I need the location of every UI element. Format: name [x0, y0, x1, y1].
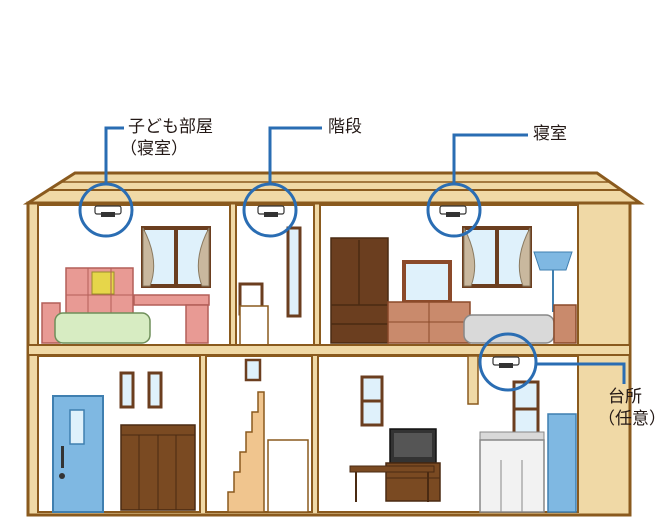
- label-stairs: 階段: [328, 117, 362, 137]
- lamp-icon: [533, 251, 573, 312]
- label-kids-room-line1: 子ども部屋: [128, 117, 213, 137]
- window-icon: [462, 226, 532, 288]
- window-icon: [141, 226, 211, 288]
- callout-bedroom: [426, 133, 528, 238]
- bed-icon: [41, 302, 151, 344]
- label-kids-room-line2: （寝室）: [120, 139, 188, 159]
- smoke-detector-icon: [94, 205, 122, 217]
- label-bedroom: 寝室: [533, 124, 567, 144]
- wardrobe-icon: [330, 237, 389, 344]
- bedroom: [319, 204, 579, 346]
- label-kitchen: 台所 （任意）: [598, 386, 666, 430]
- callout-kids-room: [78, 126, 134, 238]
- label-kitchen-line1: 台所: [608, 387, 642, 407]
- stairs-lower: [205, 355, 313, 513]
- stairs-icon: [227, 358, 309, 513]
- smoke-detector-icon: [492, 356, 520, 368]
- kids-room: [37, 204, 231, 346]
- tv-icon: [385, 428, 441, 502]
- smoke-detector-icon: [257, 205, 285, 217]
- label-kids-room: 子ども部屋 （寝室）: [120, 116, 213, 160]
- bed-icon: [463, 304, 577, 344]
- label-kitchen-line2: （任意）: [598, 409, 666, 429]
- callout-kitchen: [478, 332, 626, 392]
- living-room: [317, 355, 579, 513]
- door-icon: [52, 395, 104, 513]
- smoke-detector-icon: [439, 205, 467, 217]
- entrance-room: [37, 355, 201, 513]
- stair-hall-upper: [235, 204, 315, 347]
- callout-stairs: [242, 126, 322, 238]
